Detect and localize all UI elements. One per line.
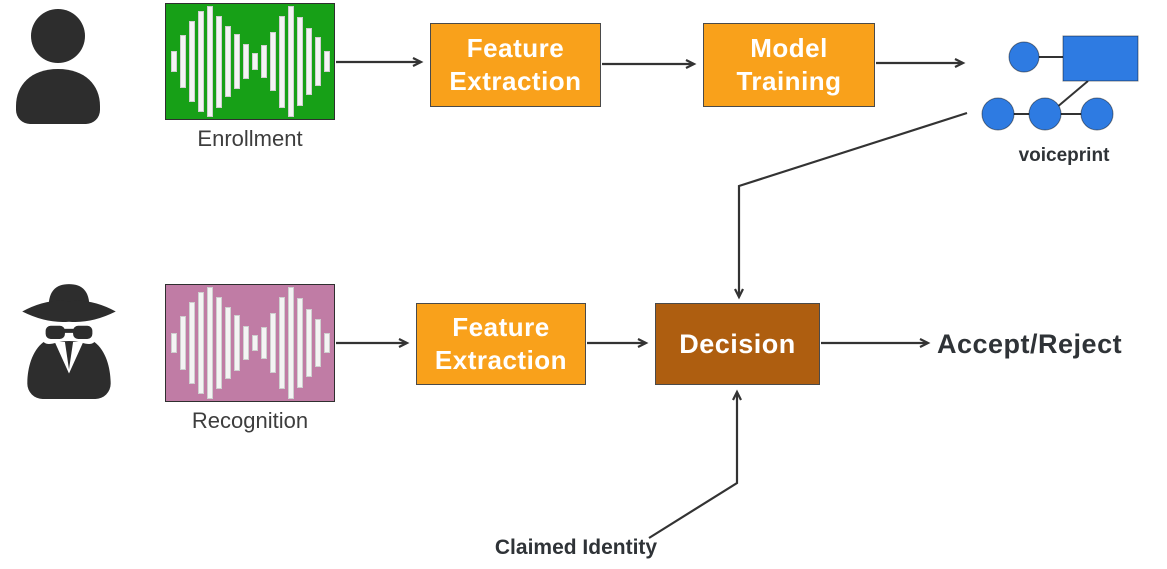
waveform-bar	[197, 291, 204, 395]
waveform-bar	[188, 21, 195, 102]
voiceprint-model-rect	[1062, 35, 1139, 82]
waveform-bar	[215, 296, 222, 390]
waveform-bar	[287, 286, 294, 400]
voiceprint-node-top	[1008, 41, 1040, 73]
arrow-claimed-identity-to-decision	[648, 389, 742, 539]
waveform-bar	[170, 332, 177, 354]
accept-reject-label: Accept/Reject	[937, 329, 1123, 359]
waveform-bar	[287, 5, 294, 118]
waveform-bar	[278, 296, 285, 390]
model-training-box: Model Training	[703, 23, 875, 107]
user-icon	[16, 9, 100, 124]
waveform-bar	[251, 53, 258, 70]
decision-label: Decision	[679, 328, 796, 359]
waveform-bar	[269, 31, 276, 92]
waveform-bar	[179, 35, 186, 88]
waveform-bar	[206, 5, 213, 118]
waveform-bar	[314, 318, 321, 368]
waveform-bar	[179, 316, 186, 370]
voiceprint-node-right	[1080, 97, 1114, 131]
waveform-bar	[305, 309, 312, 377]
waveform-bar	[188, 302, 195, 384]
feature-extraction-label: Feature Extraction	[434, 311, 568, 375]
waveform-bar	[224, 25, 231, 98]
waveform-bar	[251, 334, 258, 352]
voiceprint-node-middle	[1028, 97, 1062, 131]
recognition-audio-box	[165, 284, 335, 402]
waveform-bar	[314, 37, 321, 86]
decision-box: Decision	[655, 303, 820, 385]
waveform-bar	[242, 325, 249, 361]
feature-extraction-label: Feature Extraction	[449, 32, 582, 96]
feature-extraction-box-recognition: Feature Extraction	[416, 303, 586, 385]
waveform-bar	[260, 326, 267, 360]
enrollment-label: Enrollment	[197, 126, 303, 151]
waveform-icon	[170, 4, 330, 119]
waveform-bar	[233, 33, 240, 90]
waveform-bar	[269, 312, 276, 374]
enrollment-audio-box	[165, 3, 335, 120]
spy-icon	[22, 284, 116, 399]
voiceprint-label: voiceprint	[1018, 145, 1110, 166]
recognition-label: Recognition	[191, 408, 309, 433]
waveform-bar	[206, 286, 213, 400]
feature-extraction-box-enrollment: Feature Extraction	[430, 23, 601, 107]
waveform-icon	[170, 285, 330, 401]
voiceprint-node-left	[981, 97, 1015, 131]
waveform-bar	[215, 15, 222, 108]
waveform-bar	[323, 332, 330, 354]
waveform-bar	[224, 307, 231, 379]
waveform-bar	[305, 28, 312, 95]
waveform-bar	[242, 44, 249, 79]
waveform-bar	[278, 15, 285, 108]
claimed-identity-label: Claimed Identity	[494, 536, 658, 559]
waveform-bar	[197, 10, 204, 113]
model-training-label: Model Training	[736, 32, 842, 96]
arrow-voiceprint-to-decision	[734, 111, 968, 300]
voiceprint-icon	[981, 35, 1139, 131]
waveform-bar	[296, 297, 303, 389]
voiceprint-link-diagonal	[1055, 80, 1089, 109]
waveform-bar	[296, 16, 303, 107]
waveform-bar	[170, 51, 177, 72]
waveform-bar	[323, 51, 330, 72]
waveform-bar	[260, 45, 267, 78]
waveform-bar	[233, 315, 240, 371]
